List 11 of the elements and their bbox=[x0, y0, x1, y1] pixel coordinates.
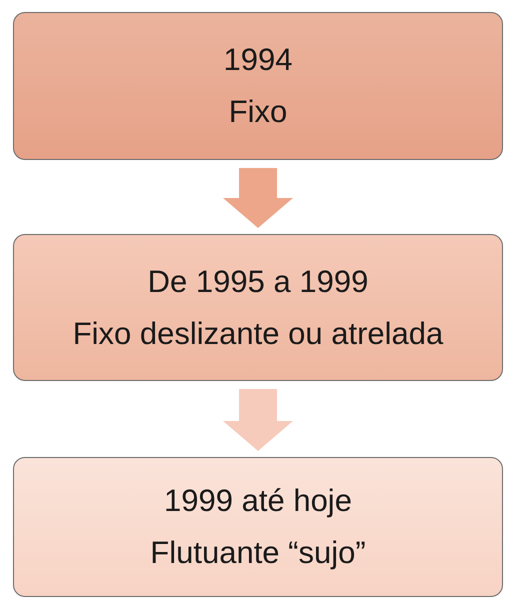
period-heading: De 1995 a 1999 bbox=[148, 264, 368, 300]
regime-label: Fixo deslizante ou atrelada bbox=[72, 316, 444, 352]
period-heading: 1999 até hoje bbox=[164, 483, 352, 519]
period-heading: 1994 bbox=[224, 42, 292, 78]
process-box bbox=[13, 12, 503, 160]
regime-label: Flutuante “sujo” bbox=[150, 535, 366, 571]
process-box bbox=[13, 457, 503, 597]
regime-label: Fixo bbox=[228, 94, 288, 130]
down-arrow bbox=[223, 389, 293, 451]
down-arrow bbox=[223, 168, 293, 228]
process-box bbox=[13, 234, 503, 381]
